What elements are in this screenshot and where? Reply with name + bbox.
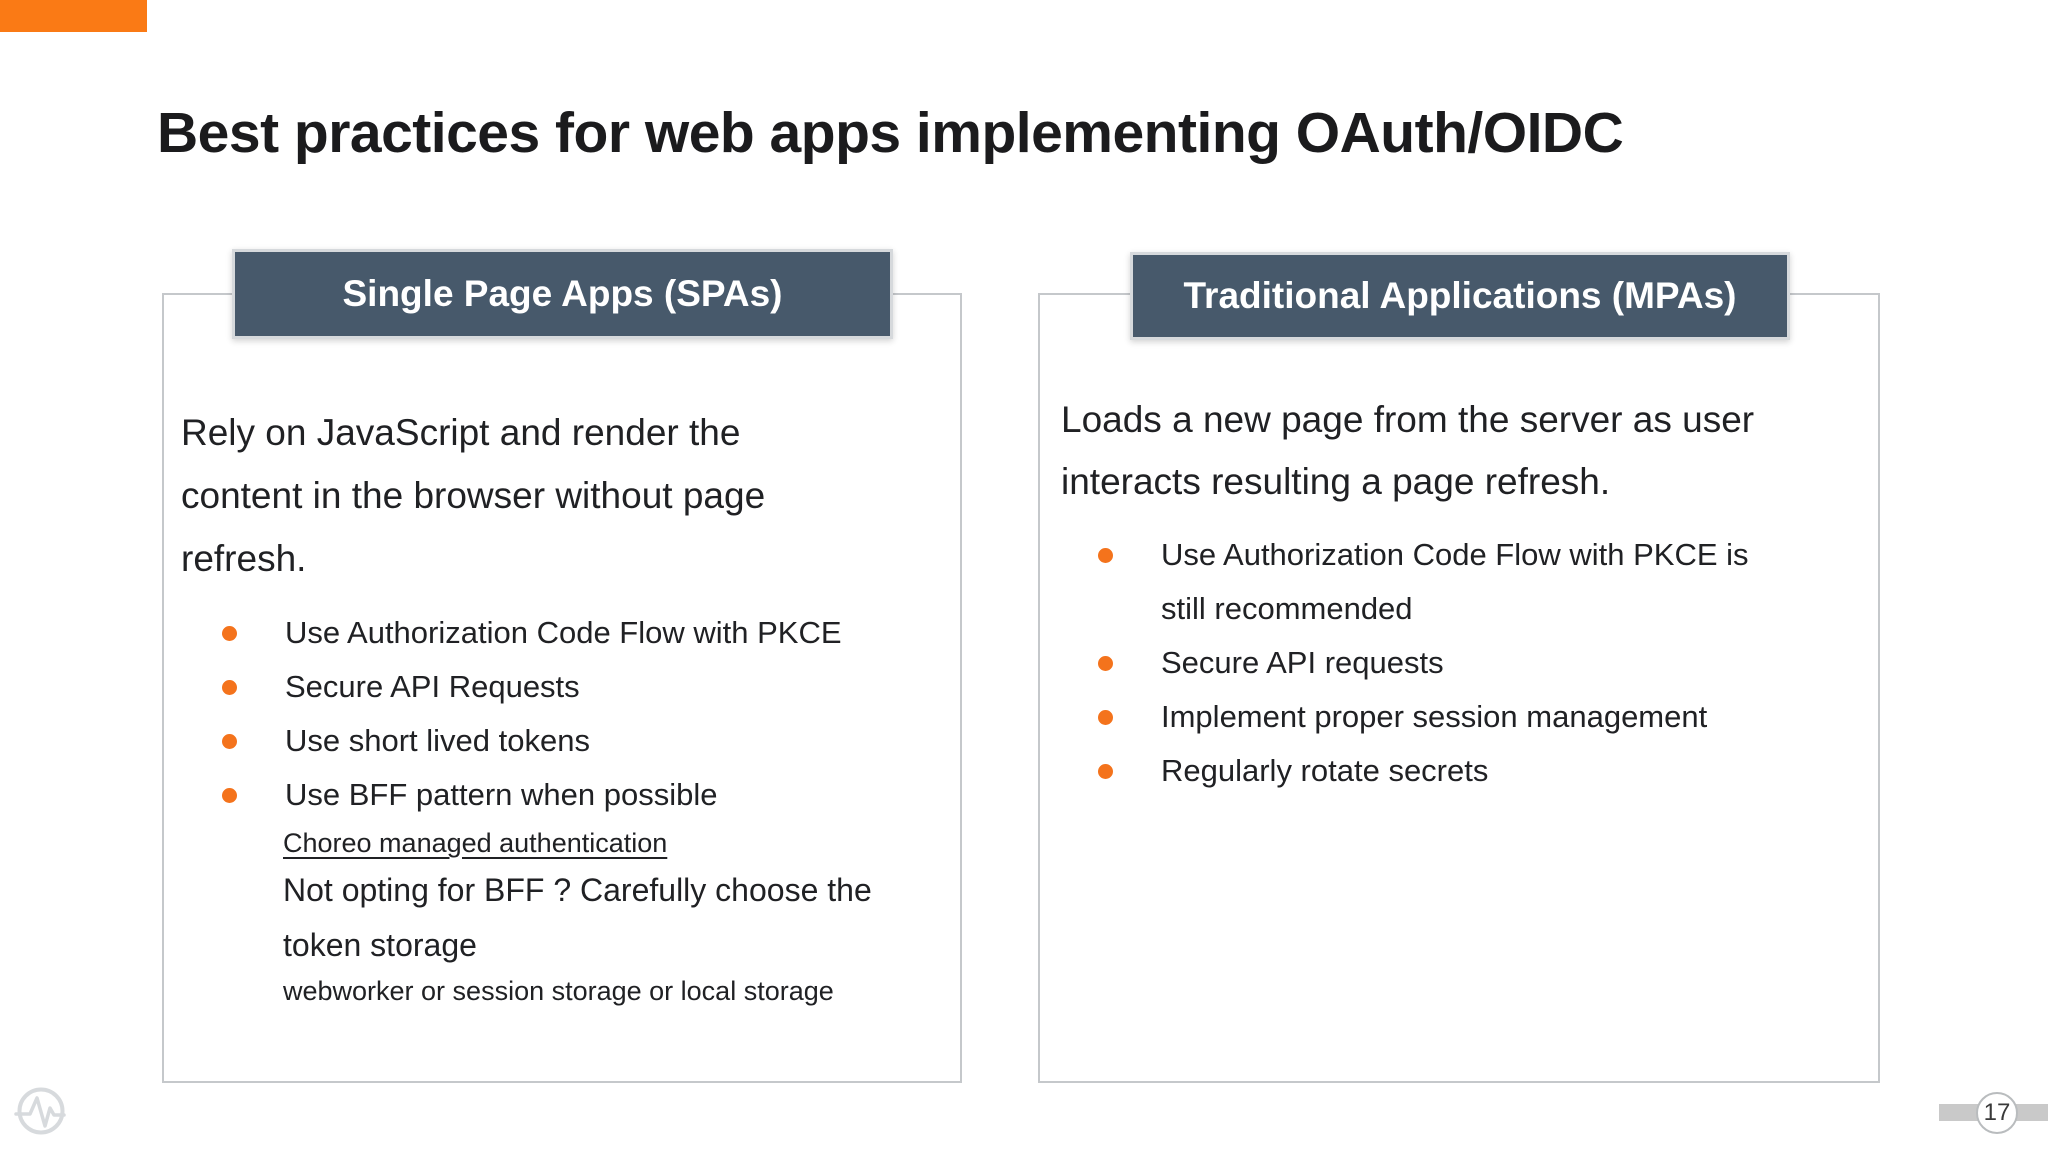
bullet-dot-icon: [222, 788, 237, 803]
bullet-text: Use Authorization Code Flow with PKCE: [285, 615, 842, 650]
bullet-dot-icon: [1098, 548, 1113, 563]
bullet-item: Use BFF pattern when possible: [222, 768, 902, 822]
bullet-text: Use short lived tokens: [285, 723, 590, 758]
storage-options-note: webworker or session storage or local st…: [283, 976, 834, 1006]
mpa-card-header: Traditional Applications (MPAs): [1130, 252, 1790, 340]
spa-card-title: Single Page Apps (SPAs): [342, 273, 783, 314]
bullet-dot-icon: [1098, 656, 1113, 671]
bullet-dot-icon: [1098, 710, 1113, 725]
bullet-dot-icon: [222, 626, 237, 641]
accent-corner-bar: [0, 0, 147, 32]
spa-bullet-list: Use Authorization Code Flow with PKCE Se…: [222, 606, 902, 822]
mpa-bullet-list: Use Authorization Code Flow with PKCE is…: [1098, 528, 1798, 798]
mpa-card-title: Traditional Applications (MPAs): [1183, 275, 1737, 316]
page-number-badge: 17: [1976, 1092, 2018, 1134]
page-title: Best practices for web apps implementing…: [157, 101, 1624, 165]
token-storage-note: Not opting for BFF ? Carefully choose th…: [283, 872, 872, 963]
spa-card: [162, 293, 962, 1083]
bullet-item: Use short lived tokens: [222, 714, 902, 768]
page-number: 17: [1983, 1099, 2011, 1126]
spa-card-body: Rely on JavaScript and render the conten…: [181, 412, 766, 579]
bullet-text: Regularly rotate secrets: [1161, 753, 1489, 788]
pulse-logo-icon: [14, 1087, 66, 1135]
bullet-text: Secure API Requests: [285, 669, 580, 704]
bullet-item: Implement proper session management: [1098, 690, 1798, 744]
bullet-item: Use Authorization Code Flow with PKCE is…: [1098, 528, 1798, 636]
bullet-text: Use Authorization Code Flow with PKCE is…: [1161, 537, 1749, 626]
bullet-text: Implement proper session management: [1161, 699, 1708, 734]
bullet-item: Use Authorization Code Flow with PKCE: [222, 606, 902, 660]
bullet-text: Use BFF pattern when possible: [285, 777, 718, 812]
bullet-item: Secure API Requests: [222, 660, 902, 714]
bullet-text: Secure API requests: [1161, 645, 1444, 680]
bullet-dot-icon: [222, 680, 237, 695]
bullet-dot-icon: [1098, 764, 1113, 779]
spa-card-header: Single Page Apps (SPAs): [232, 249, 893, 339]
choreo-managed-auth-link[interactable]: Choreo managed authentication: [283, 828, 668, 858]
bullet-item: Secure API requests: [1098, 636, 1798, 690]
bullet-dot-icon: [222, 734, 237, 749]
mpa-card: [1038, 293, 1880, 1083]
bullet-item: Regularly rotate secrets: [1098, 744, 1798, 798]
mpa-card-body: Loads a new page from the server as user…: [1061, 399, 1755, 502]
